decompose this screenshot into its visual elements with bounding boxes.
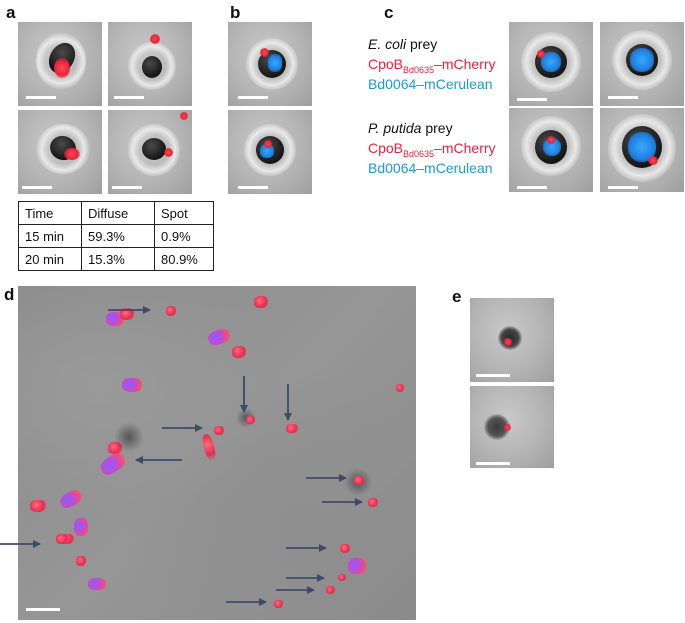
table-cell: 59.3% bbox=[81, 224, 155, 248]
table-header-cell: Diffuse bbox=[81, 201, 155, 225]
micrograph-a2 bbox=[108, 22, 192, 106]
panel-label-b: b bbox=[230, 3, 241, 22]
panel-label-c: c bbox=[384, 3, 394, 22]
legend-species: E. coli bbox=[368, 36, 407, 52]
micrograph-c3 bbox=[509, 108, 593, 192]
legend-cpob-tail: –mCherry bbox=[434, 56, 496, 72]
micrograph-b2 bbox=[228, 110, 312, 194]
legend-cpob: CpoBBd0635–mCherry bbox=[368, 140, 496, 160]
legend-cpob-sub: Bd0635 bbox=[403, 148, 435, 159]
micrograph-d bbox=[18, 286, 416, 620]
legend-cpob-base: CpoB bbox=[368, 140, 404, 156]
micrograph-e1 bbox=[470, 298, 554, 382]
table-header-row: Time Diffuse Spot bbox=[18, 201, 214, 225]
legend-suffix: prey bbox=[421, 120, 453, 136]
legend-suffix: prey bbox=[406, 36, 438, 52]
table-header-cell: Spot bbox=[154, 201, 214, 225]
panel-label-a: a bbox=[6, 3, 16, 22]
scale-bar bbox=[476, 374, 510, 377]
table-cell: 0.9% bbox=[154, 224, 214, 248]
arrow-overlay bbox=[0, 306, 363, 606]
legend-species: P. putida bbox=[368, 120, 422, 136]
micrograph-e2 bbox=[470, 386, 554, 468]
micrograph-a4 bbox=[108, 110, 192, 194]
legend-ecoli-prey: E. coli prey bbox=[368, 36, 437, 54]
micrograph-c2 bbox=[600, 22, 684, 106]
micrograph-a1 bbox=[18, 22, 102, 106]
table-cell: 15 min bbox=[18, 224, 82, 248]
scale-bar bbox=[114, 96, 144, 99]
panel-label-d: d bbox=[4, 285, 15, 304]
scale-bar bbox=[476, 462, 510, 465]
panel-label-e: e bbox=[452, 287, 462, 306]
scale-bar bbox=[112, 186, 142, 189]
table-header-cell: Time bbox=[18, 201, 82, 225]
table-row: 15 min 59.3% 0.9% bbox=[18, 224, 214, 248]
legend-bd0064: Bd0064–mCerulean bbox=[368, 160, 493, 176]
legend-pputida-prey: P. putida prey bbox=[368, 120, 453, 138]
table-cell: 80.9% bbox=[154, 247, 214, 271]
legend-bd0064: Bd0064–mCerulean bbox=[368, 76, 493, 92]
scale-bar bbox=[238, 186, 268, 189]
micrograph-b1 bbox=[228, 22, 312, 106]
legend-cpob-base: CpoB bbox=[368, 56, 404, 72]
table-row: 20 min 15.3% 80.9% bbox=[18, 247, 214, 271]
micrograph-a3 bbox=[18, 110, 102, 194]
table-cell: 20 min bbox=[18, 247, 82, 271]
scale-bar bbox=[517, 98, 547, 101]
legend-cpob-tail: –mCherry bbox=[434, 140, 496, 156]
scale-bar bbox=[517, 186, 547, 189]
legend-cpob: CpoBBd0635–mCherry bbox=[368, 56, 496, 76]
micrograph-c1 bbox=[509, 22, 593, 106]
micrograph-c4 bbox=[600, 108, 684, 192]
scale-bar bbox=[26, 96, 56, 99]
scale-bar bbox=[22, 186, 52, 189]
quantification-table: Time Diffuse Spot 15 min 59.3% 0.9% 20 m… bbox=[18, 201, 214, 271]
scale-bar bbox=[238, 96, 268, 99]
scale-bar bbox=[608, 96, 638, 99]
table-cell: 15.3% bbox=[81, 247, 155, 271]
legend-cpob-sub: Bd0635 bbox=[403, 64, 435, 75]
scale-bar bbox=[608, 186, 638, 189]
scale-bar bbox=[26, 608, 60, 611]
